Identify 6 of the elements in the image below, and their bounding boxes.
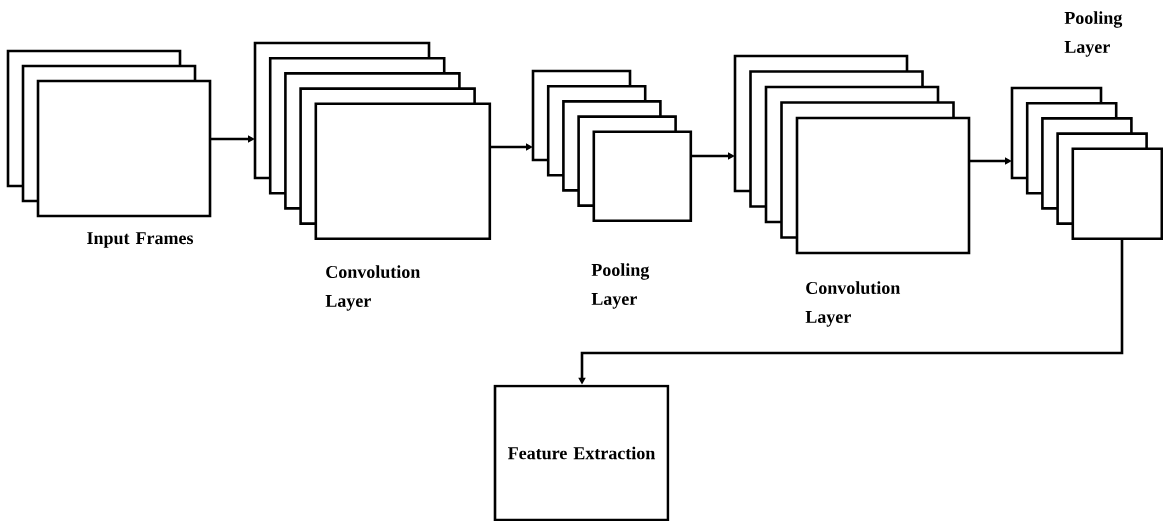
process-box: Feature Extraction: [493, 384, 670, 521]
layer-label: Pooling Layer: [591, 263, 650, 309]
layer-label: Convolution Layer: [325, 265, 421, 311]
layer-label: Input Frames: [87, 232, 194, 248]
layer-label: Pooling Layer: [1064, 11, 1123, 57]
layer-label: Convolution Layer: [805, 281, 901, 327]
